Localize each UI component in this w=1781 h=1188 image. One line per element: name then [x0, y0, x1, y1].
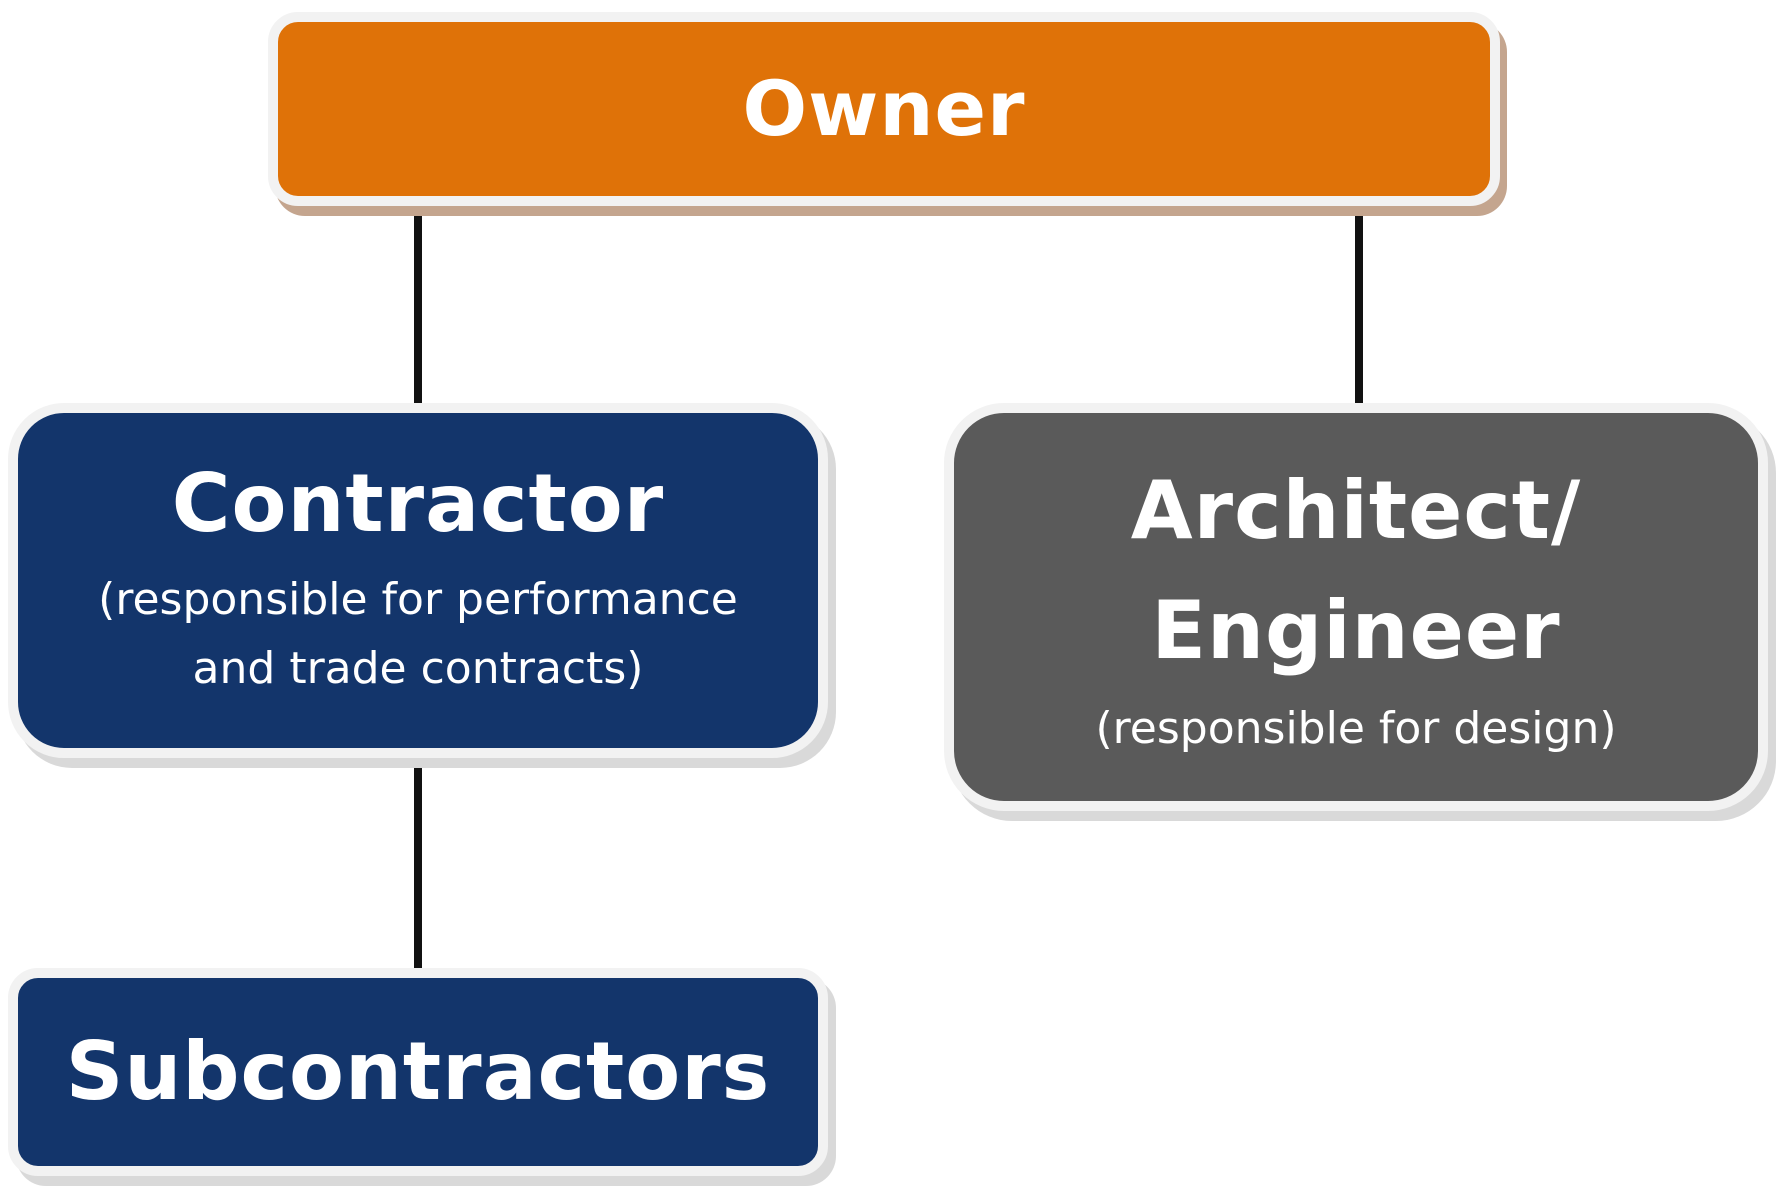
contractor-title: Contractor: [171, 457, 665, 551]
architect-title-line2: Engineer: [1151, 583, 1561, 677]
subcontractors-title: Subcontractors: [65, 1025, 771, 1118]
owner-to-contractor-connector: [414, 200, 422, 406]
owner-node: Owner: [268, 12, 1500, 206]
owner-to-architect-connector: [1355, 200, 1363, 406]
architect-subtitle: (responsible for design): [1095, 702, 1617, 754]
contractor-subtitle-line2: and trade contracts): [192, 642, 644, 694]
contractor-node: Contractor (responsible for performance …: [8, 403, 828, 758]
contractor-subtitle-line1: (responsible for performance: [98, 574, 738, 626]
architect-engineer-node: Architect/ Engineer (responsible for des…: [944, 403, 1768, 811]
owner-title: Owner: [742, 64, 1026, 154]
subcontractors-node: Subcontractors: [8, 968, 828, 1176]
architect-title-line1: Architect/: [1130, 463, 1582, 557]
contractor-to-subcontractors-connector: [414, 755, 422, 971]
